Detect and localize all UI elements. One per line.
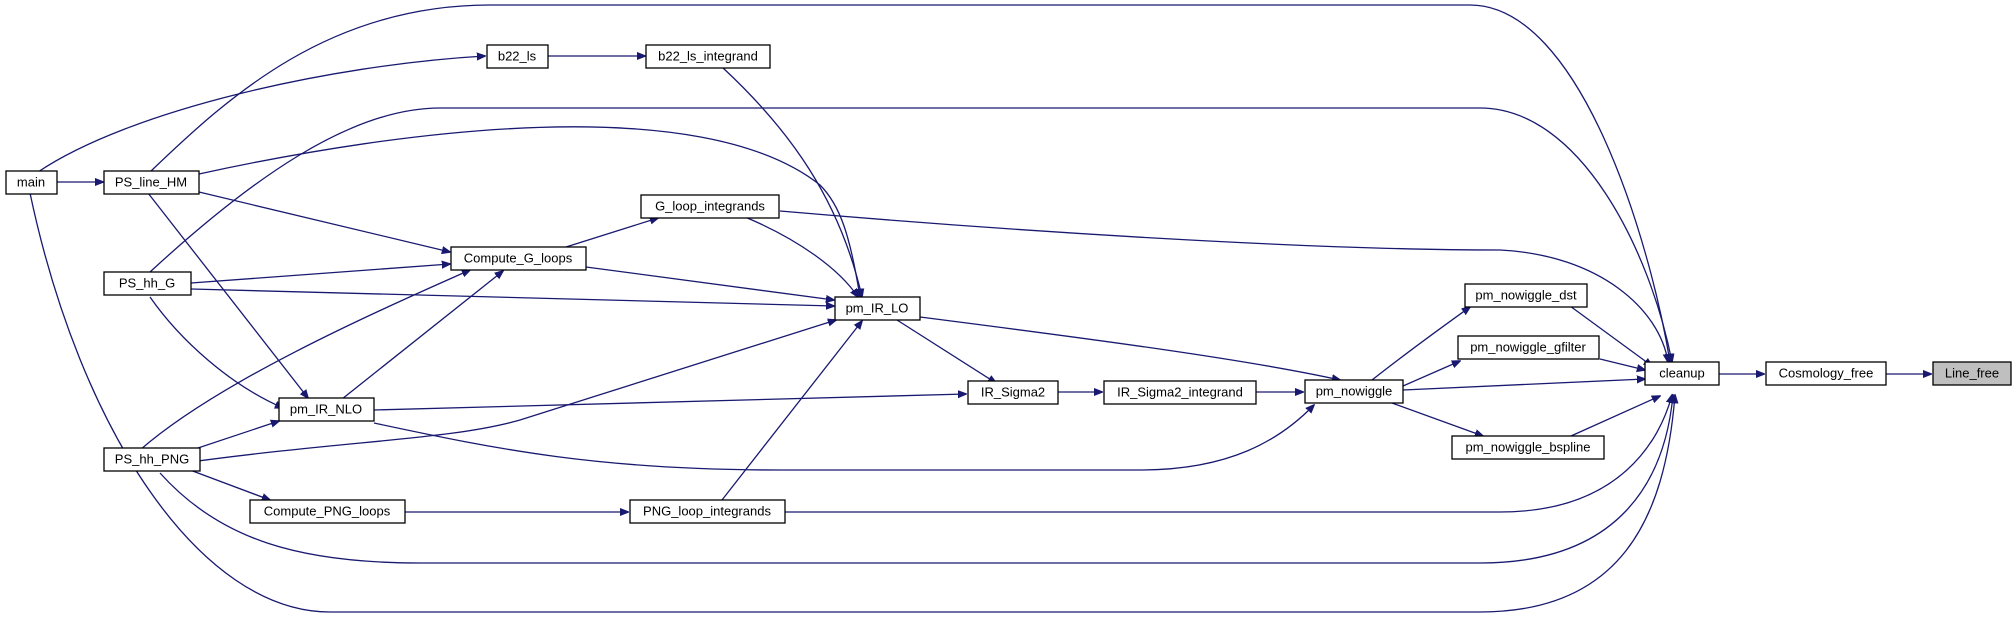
edge-g-loop-int-pm-ir-lo [744, 216, 858, 297]
edge-png-loop-int-pm-ir-lo [721, 321, 862, 501]
edge-main-cleanup [29, 192, 1675, 613]
node-ir-sigma2[interactable]: IR_Sigma2 [967, 380, 1059, 405]
edge-png-loop-int-cleanup [784, 395, 1672, 513]
edge-ps-hh-png-compute-g [139, 270, 470, 451]
nodes: main PS_line_HM PS_hh_G PS_hh_PNG pm_IR_… [5, 44, 2012, 524]
edge-ps-hh-g-compute-g [190, 264, 450, 284]
edge-ps-hh-png-cleanup [159, 395, 1673, 564]
edge-g-loop-int-cleanup [779, 210, 1668, 362]
node-pm-ir-lo[interactable]: pm_IR_LO [834, 296, 921, 321]
node-b22-ls[interactable]: b22_ls [486, 44, 549, 69]
node-pm-nowiggle-gfilter-label: pm_nowiggle_gfilter [1470, 340, 1586, 355]
node-ps-hh-png[interactable]: PS_hh_PNG [103, 447, 201, 472]
node-pm-nowiggle-dst[interactable]: pm_nowiggle_dst [1464, 283, 1588, 308]
edge-dst-cleanup [1569, 305, 1652, 366]
node-b22-ls-integrand-label: b22_ls_integrand [658, 49, 758, 64]
edge-b22-integrand-pm-ir-lo [721, 66, 862, 297]
edge-pm-ir-lo-pm-nowiggle [919, 316, 1340, 380]
edge-pm-ir-nlo-compute-g [336, 271, 503, 404]
edge-pm-ir-nlo-ir-sigma2 [373, 394, 966, 411]
edge-pm-nowiggle-dst [1371, 307, 1470, 381]
node-compute-png-loops-label: Compute_PNG_loops [264, 504, 391, 519]
node-g-loop-integrands-label: G_loop_integrands [655, 199, 765, 214]
edge-gfilter-cleanup [1599, 358, 1645, 370]
edge-ps-line-hm-compute-g [198, 191, 450, 252]
edges [29, 4, 1931, 613]
edge-ps-hh-g-pm-ir-nlo [149, 296, 283, 408]
edge-compute-g-g-loop-int [565, 218, 658, 248]
node-pm-nowiggle-dst-label: pm_nowiggle_dst [1475, 288, 1577, 303]
node-pm-ir-nlo-label: pm_IR_NLO [290, 402, 362, 417]
node-pm-nowiggle[interactable]: pm_nowiggle [1304, 379, 1404, 404]
node-ir-sigma2-label: IR_Sigma2 [981, 385, 1045, 400]
node-cosmology-free[interactable]: Cosmology_free [1765, 361, 1887, 386]
edge-pm-ir-nlo-pm-nowiggle [373, 405, 1314, 471]
node-b22-ls-integrand[interactable]: b22_ls_integrand [645, 44, 771, 69]
edge-bspline-cleanup [1570, 396, 1660, 437]
edge-ps-line-hm-pm-ir-lo [198, 126, 860, 297]
node-pm-ir-nlo[interactable]: pm_IR_NLO [278, 397, 375, 422]
edge-ps-hh-g-pm-ir-lo [190, 288, 834, 306]
edge-ps-line-hm-cleanup [149, 4, 1670, 362]
node-pm-nowiggle-label: pm_nowiggle [1316, 384, 1393, 399]
node-pm-nowiggle-bspline-label: pm_nowiggle_bspline [1465, 440, 1590, 455]
node-line-free: Line_free [1932, 361, 2012, 386]
node-g-loop-integrands[interactable]: G_loop_integrands [640, 194, 780, 219]
edge-pm-nowiggle-bspline [1391, 402, 1483, 436]
edge-ps-line-hm-pm-ir-nlo [147, 192, 308, 398]
node-pm-ir-lo-label: pm_IR_LO [846, 301, 909, 316]
edge-pm-nowiggle-cleanup [1402, 379, 1645, 391]
node-pm-nowiggle-gfilter[interactable]: pm_nowiggle_gfilter [1457, 335, 1600, 360]
node-ps-hh-g-label: PS_hh_G [119, 276, 175, 291]
node-ir-sigma2-integrand-label: IR_Sigma2_integrand [1117, 385, 1243, 400]
edge-ps-hh-g-cleanup [149, 107, 1672, 362]
node-pm-nowiggle-bspline[interactable]: pm_nowiggle_bspline [1451, 435, 1605, 460]
node-png-loop-integrands-label: PNG_loop_integrands [643, 504, 771, 519]
node-png-loop-integrands[interactable]: PNG_loop_integrands [629, 499, 786, 524]
node-b22-ls-label: b22_ls [498, 49, 537, 64]
node-cleanup-label: cleanup [1659, 366, 1705, 381]
node-ps-line-hm[interactable]: PS_line_HM [103, 170, 200, 195]
node-ir-sigma2-integrand[interactable]: IR_Sigma2_integrand [1103, 380, 1257, 405]
node-cleanup[interactable]: cleanup [1644, 361, 1720, 386]
node-compute-png-loops[interactable]: Compute_PNG_loops [249, 499, 406, 524]
edge-ps-hh-png-pm-ir-lo [182, 320, 836, 464]
edge-pm-ir-lo-ir-sigma2 [896, 319, 996, 383]
node-main[interactable]: main [5, 170, 58, 195]
node-ps-hh-g[interactable]: PS_hh_G [103, 271, 192, 296]
edge-ps-hh-png-compute-png [189, 469, 270, 500]
node-compute-g-loops[interactable]: Compute_G_loops [450, 246, 587, 271]
edge-pm-nowiggle-gfilter [1402, 361, 1460, 387]
edge-main-b22-ls [37, 56, 485, 173]
node-compute-g-loops-label: Compute_G_loops [464, 251, 573, 266]
node-cosmology-free-label: Cosmology_free [1779, 366, 1874, 381]
node-line-free-label: Line_free [1945, 366, 1999, 381]
node-ps-line-hm-label: PS_line_HM [115, 175, 187, 190]
node-main-label: main [17, 175, 45, 190]
node-ps-hh-png-label: PS_hh_PNG [115, 452, 189, 467]
edge-compute-g-pm-ir-lo [585, 266, 834, 300]
